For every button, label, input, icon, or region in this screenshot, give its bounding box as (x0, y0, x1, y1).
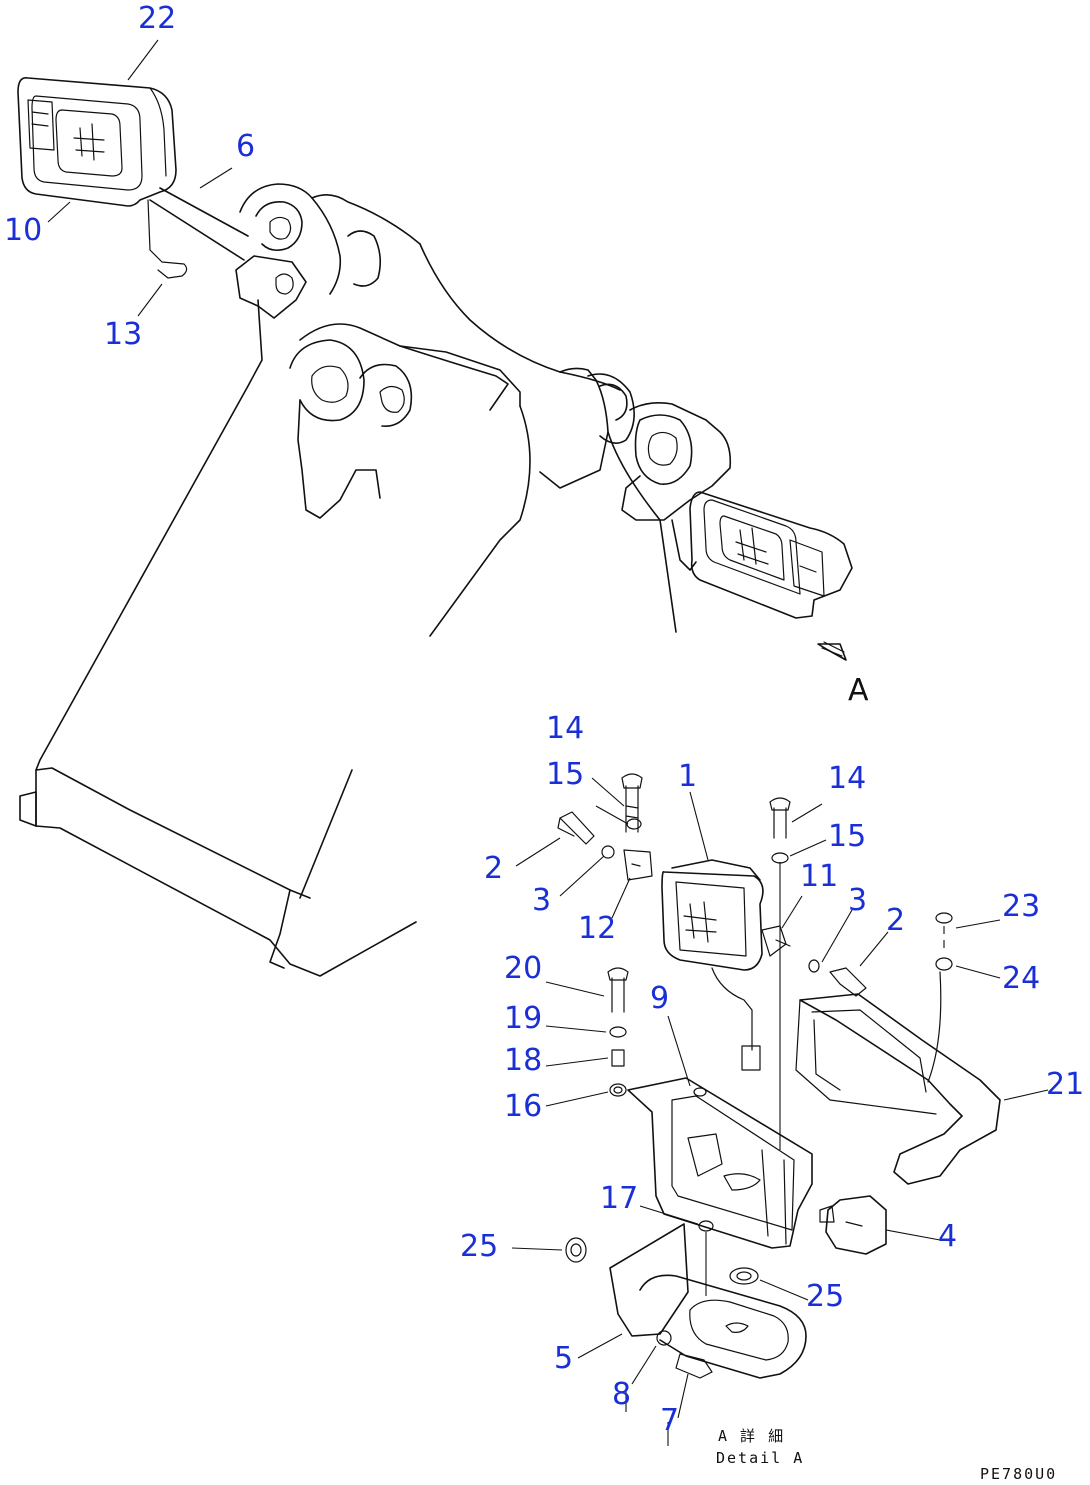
callout-15-left: 15 (546, 757, 585, 792)
callout-25-right: 25 (806, 1279, 845, 1314)
callout-20: 20 (504, 951, 543, 986)
callout-24: 24 (1002, 961, 1041, 996)
callout-23: 23 (1002, 889, 1041, 924)
lamp-stay-drawing (147, 183, 621, 391)
drawing-code: PE780U0 (980, 1465, 1058, 1483)
callout-6: 6 (236, 129, 256, 164)
boom-frame-drawing (19, 299, 677, 977)
callout-10: 10 (4, 213, 43, 248)
view-arrow-label: A (848, 673, 869, 708)
right-lamp-drawing (621, 402, 853, 619)
callout-17: 17 (600, 1181, 639, 1216)
callout-18: 18 (504, 1043, 543, 1078)
callout-8: 8 (612, 1377, 632, 1412)
callout-7: 7 (660, 1403, 680, 1438)
callout-22: 22 (138, 1, 177, 36)
callout-14-left: 14 (546, 711, 585, 746)
detail-caption-en: Detail A (716, 1449, 805, 1467)
callout-16: 16 (504, 1089, 543, 1124)
detail-caption-jp: A 詳 細 (718, 1427, 786, 1445)
callout-15-right: 15 (828, 819, 867, 854)
callout-2-right: 2 (886, 903, 906, 938)
callout-21: 21 (1046, 1067, 1085, 1102)
callout-1: 1 (678, 759, 698, 794)
callout-19: 19 (504, 1001, 543, 1036)
callout-4: 4 (938, 1219, 958, 1254)
view-arrow-drawing (817, 641, 847, 661)
detail-a-drawing (557, 773, 1001, 1446)
callout-9: 9 (650, 981, 670, 1016)
callout-14-right: 14 (828, 761, 867, 796)
leader-lines (47, 39, 1049, 1419)
left-lamp-drawing (17, 76, 177, 207)
callout-2-left: 2 (484, 851, 504, 886)
callout-12: 12 (578, 911, 617, 946)
callout-25-left: 25 (460, 1229, 499, 1264)
callout-5: 5 (554, 1341, 574, 1376)
callout-13: 13 (104, 317, 143, 352)
callout-11: 11 (800, 859, 839, 894)
callout-3-left: 3 (532, 883, 552, 918)
callout-3-right: 3 (848, 883, 868, 918)
